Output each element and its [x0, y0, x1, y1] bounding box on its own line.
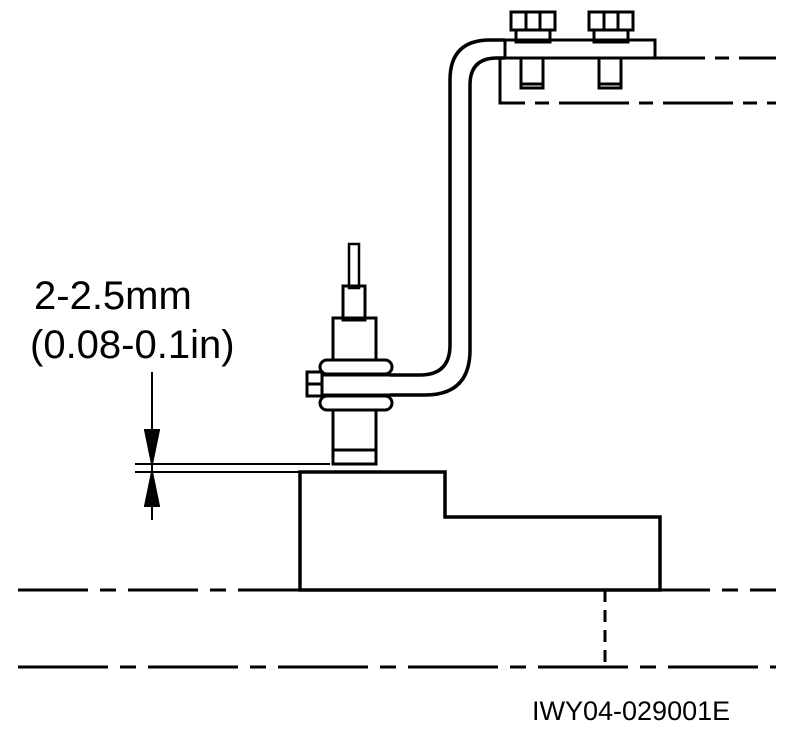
target-block: [298, 470, 662, 592]
bracket-arm: [390, 38, 505, 397]
gap-metric-label: 2-2.5mm: [34, 274, 192, 318]
bolt-left: [509, 10, 557, 90]
lower-housing-outline: [18, 588, 776, 669]
gap-imperial-label: (0.08-0.1in): [30, 323, 235, 367]
bracket-plate: [503, 38, 657, 60]
bolt-right: [587, 10, 635, 90]
gap-dimension: [135, 372, 330, 520]
upper-mount-structure: [496, 56, 776, 105]
figure-code: IWY04-029001E: [532, 696, 731, 726]
speed-sensor: [305, 242, 394, 466]
